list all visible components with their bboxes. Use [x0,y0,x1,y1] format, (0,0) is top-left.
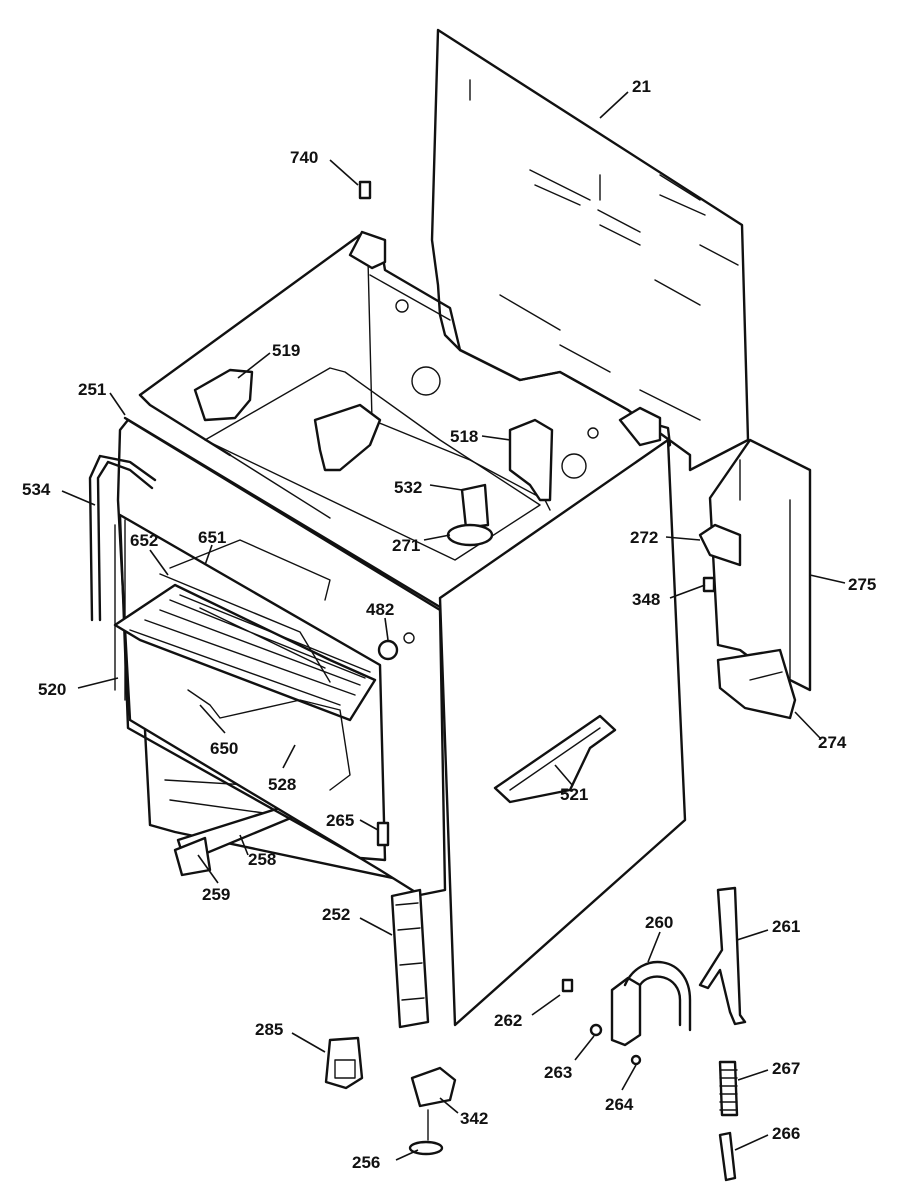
label-520: 520 [38,680,66,699]
label-652: 652 [130,531,158,550]
leader-lines [61,91,846,1161]
back-panel [430,28,750,472]
label-342: 342 [460,1109,488,1128]
label-534: 534 [22,480,51,499]
label-285: 285 [255,1020,283,1039]
label-256: 256 [352,1153,380,1172]
label-260: 260 [645,913,673,932]
label-519: 519 [272,341,300,360]
label-272: 272 [630,528,658,547]
label-262: 262 [494,1011,522,1030]
label-251: 251 [78,380,106,399]
label-528: 528 [268,775,296,794]
cabinet-body [88,180,687,1027]
label-267: 267 [772,1059,800,1078]
label-264: 264 [605,1095,634,1114]
right-side-parts [698,438,812,720]
label-274: 274 [818,733,847,752]
label-265: 265 [326,811,354,830]
label-521: 521 [560,785,588,804]
label-266: 266 [772,1124,800,1143]
lower-parts [324,886,747,1182]
label-252: 252 [322,905,350,924]
label-21: 21 [632,77,651,96]
label-650: 650 [210,739,238,758]
label-271: 271 [392,536,420,555]
label-482: 482 [366,600,394,619]
label-651: 651 [198,528,226,547]
part-labels: 21 740 519 251 518 534 532 652 651 271 2… [22,77,876,1172]
label-263: 263 [544,1063,572,1082]
label-740: 740 [290,148,318,167]
label-259: 259 [202,885,230,904]
label-275: 275 [848,575,876,594]
label-261: 261 [772,917,800,936]
label-518: 518 [450,427,478,446]
label-348: 348 [632,590,660,609]
label-532: 532 [394,478,422,497]
label-258: 258 [248,850,276,869]
